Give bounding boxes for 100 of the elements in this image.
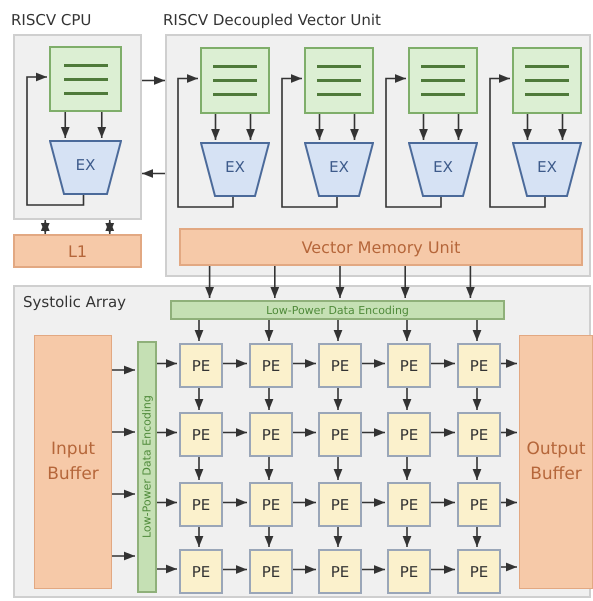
arrow <box>221 359 247 368</box>
arrow <box>472 525 482 547</box>
arrow <box>315 112 324 140</box>
buffer-block: Output Buffer <box>519 335 593 589</box>
arrow <box>205 264 214 298</box>
processing-element: PE <box>318 412 362 457</box>
arrow <box>246 112 255 140</box>
processing-element: PE <box>318 549 362 594</box>
panel-title: Systolic Array <box>23 293 126 311</box>
panel-title: RISCV Decoupled Vector Unit <box>163 11 381 29</box>
arrow <box>177 74 234 208</box>
arrow <box>110 552 135 560</box>
arrow <box>194 386 204 410</box>
arrow <box>360 359 385 368</box>
double-arrow <box>40 220 50 234</box>
processing-element: PE <box>179 482 223 527</box>
arrow <box>523 112 532 140</box>
processing-element: PE <box>457 549 501 594</box>
arrow <box>270 264 280 298</box>
arrow <box>110 428 135 436</box>
processing-element: PE <box>457 343 501 388</box>
arrow <box>221 565 247 574</box>
arrow <box>97 110 106 138</box>
arrow <box>350 112 359 140</box>
arrow <box>110 366 135 374</box>
arrow <box>281 74 338 208</box>
arrow <box>402 386 412 410</box>
execution-unit: EX <box>304 142 374 197</box>
memory-block: Vector Memory Unit <box>179 228 583 266</box>
arrow <box>429 498 455 507</box>
arrow <box>499 428 517 437</box>
arrow <box>142 76 165 85</box>
register-file <box>304 47 374 114</box>
arrow <box>400 264 410 298</box>
encoding-bar: Low-Power Data Encoding <box>170 300 505 320</box>
arrow <box>472 318 482 341</box>
register-file <box>408 47 478 114</box>
arrow <box>334 525 342 547</box>
arrow <box>499 562 517 572</box>
register-file <box>512 47 582 114</box>
arrow <box>155 498 177 507</box>
processing-element: PE <box>318 343 362 388</box>
processing-element: PE <box>457 412 501 457</box>
arrow <box>291 359 316 368</box>
processing-element: PE <box>387 549 431 594</box>
arrow <box>264 318 274 341</box>
arrow <box>336 264 344 298</box>
register-file <box>49 46 122 112</box>
arrow <box>110 490 135 498</box>
arrow <box>221 428 247 437</box>
arrow <box>291 428 316 437</box>
processing-element: PE <box>179 343 223 388</box>
arrow <box>402 318 412 341</box>
arrow <box>334 455 342 480</box>
arrow <box>334 318 342 341</box>
arrow <box>264 455 274 480</box>
block-panel <box>13 285 591 598</box>
arrow <box>429 565 455 574</box>
arrow <box>558 112 567 140</box>
panel-title: RISCV CPU <box>11 11 92 29</box>
arrow <box>60 110 70 138</box>
arrow <box>334 386 342 410</box>
processing-element: PE <box>318 482 362 527</box>
processing-element: PE <box>249 482 293 527</box>
execution-unit: EX <box>49 140 122 195</box>
arrow <box>472 455 482 480</box>
arrow <box>194 525 204 547</box>
processing-element: PE <box>249 343 293 388</box>
arrow <box>419 112 428 140</box>
processing-element: PE <box>179 412 223 457</box>
arrow <box>26 72 84 206</box>
arrow <box>291 498 316 507</box>
arrow <box>264 386 274 410</box>
arrow <box>142 169 165 178</box>
arrow <box>194 455 204 480</box>
arrow <box>466 264 475 298</box>
arrow <box>472 386 482 410</box>
processing-element: PE <box>249 549 293 594</box>
arrow <box>360 565 385 574</box>
arrow <box>155 564 177 574</box>
processing-element: PE <box>387 343 431 388</box>
processing-element: PE <box>249 412 293 457</box>
register-file <box>200 47 270 114</box>
processing-element: PE <box>387 482 431 527</box>
execution-unit: EX <box>200 142 270 197</box>
arrow <box>489 74 546 208</box>
execution-unit: EX <box>408 142 478 197</box>
memory-block: L1 <box>13 234 142 268</box>
arrow <box>194 318 204 341</box>
arrow <box>221 498 247 507</box>
arrow <box>291 565 316 574</box>
arrow <box>155 428 177 437</box>
arrow <box>360 498 385 507</box>
processing-element: PE <box>387 412 431 457</box>
arrow <box>454 112 463 140</box>
arrow <box>264 525 274 547</box>
double-arrow <box>105 220 114 234</box>
arrow <box>402 455 412 480</box>
arrow <box>155 359 177 368</box>
arrow <box>360 428 385 437</box>
